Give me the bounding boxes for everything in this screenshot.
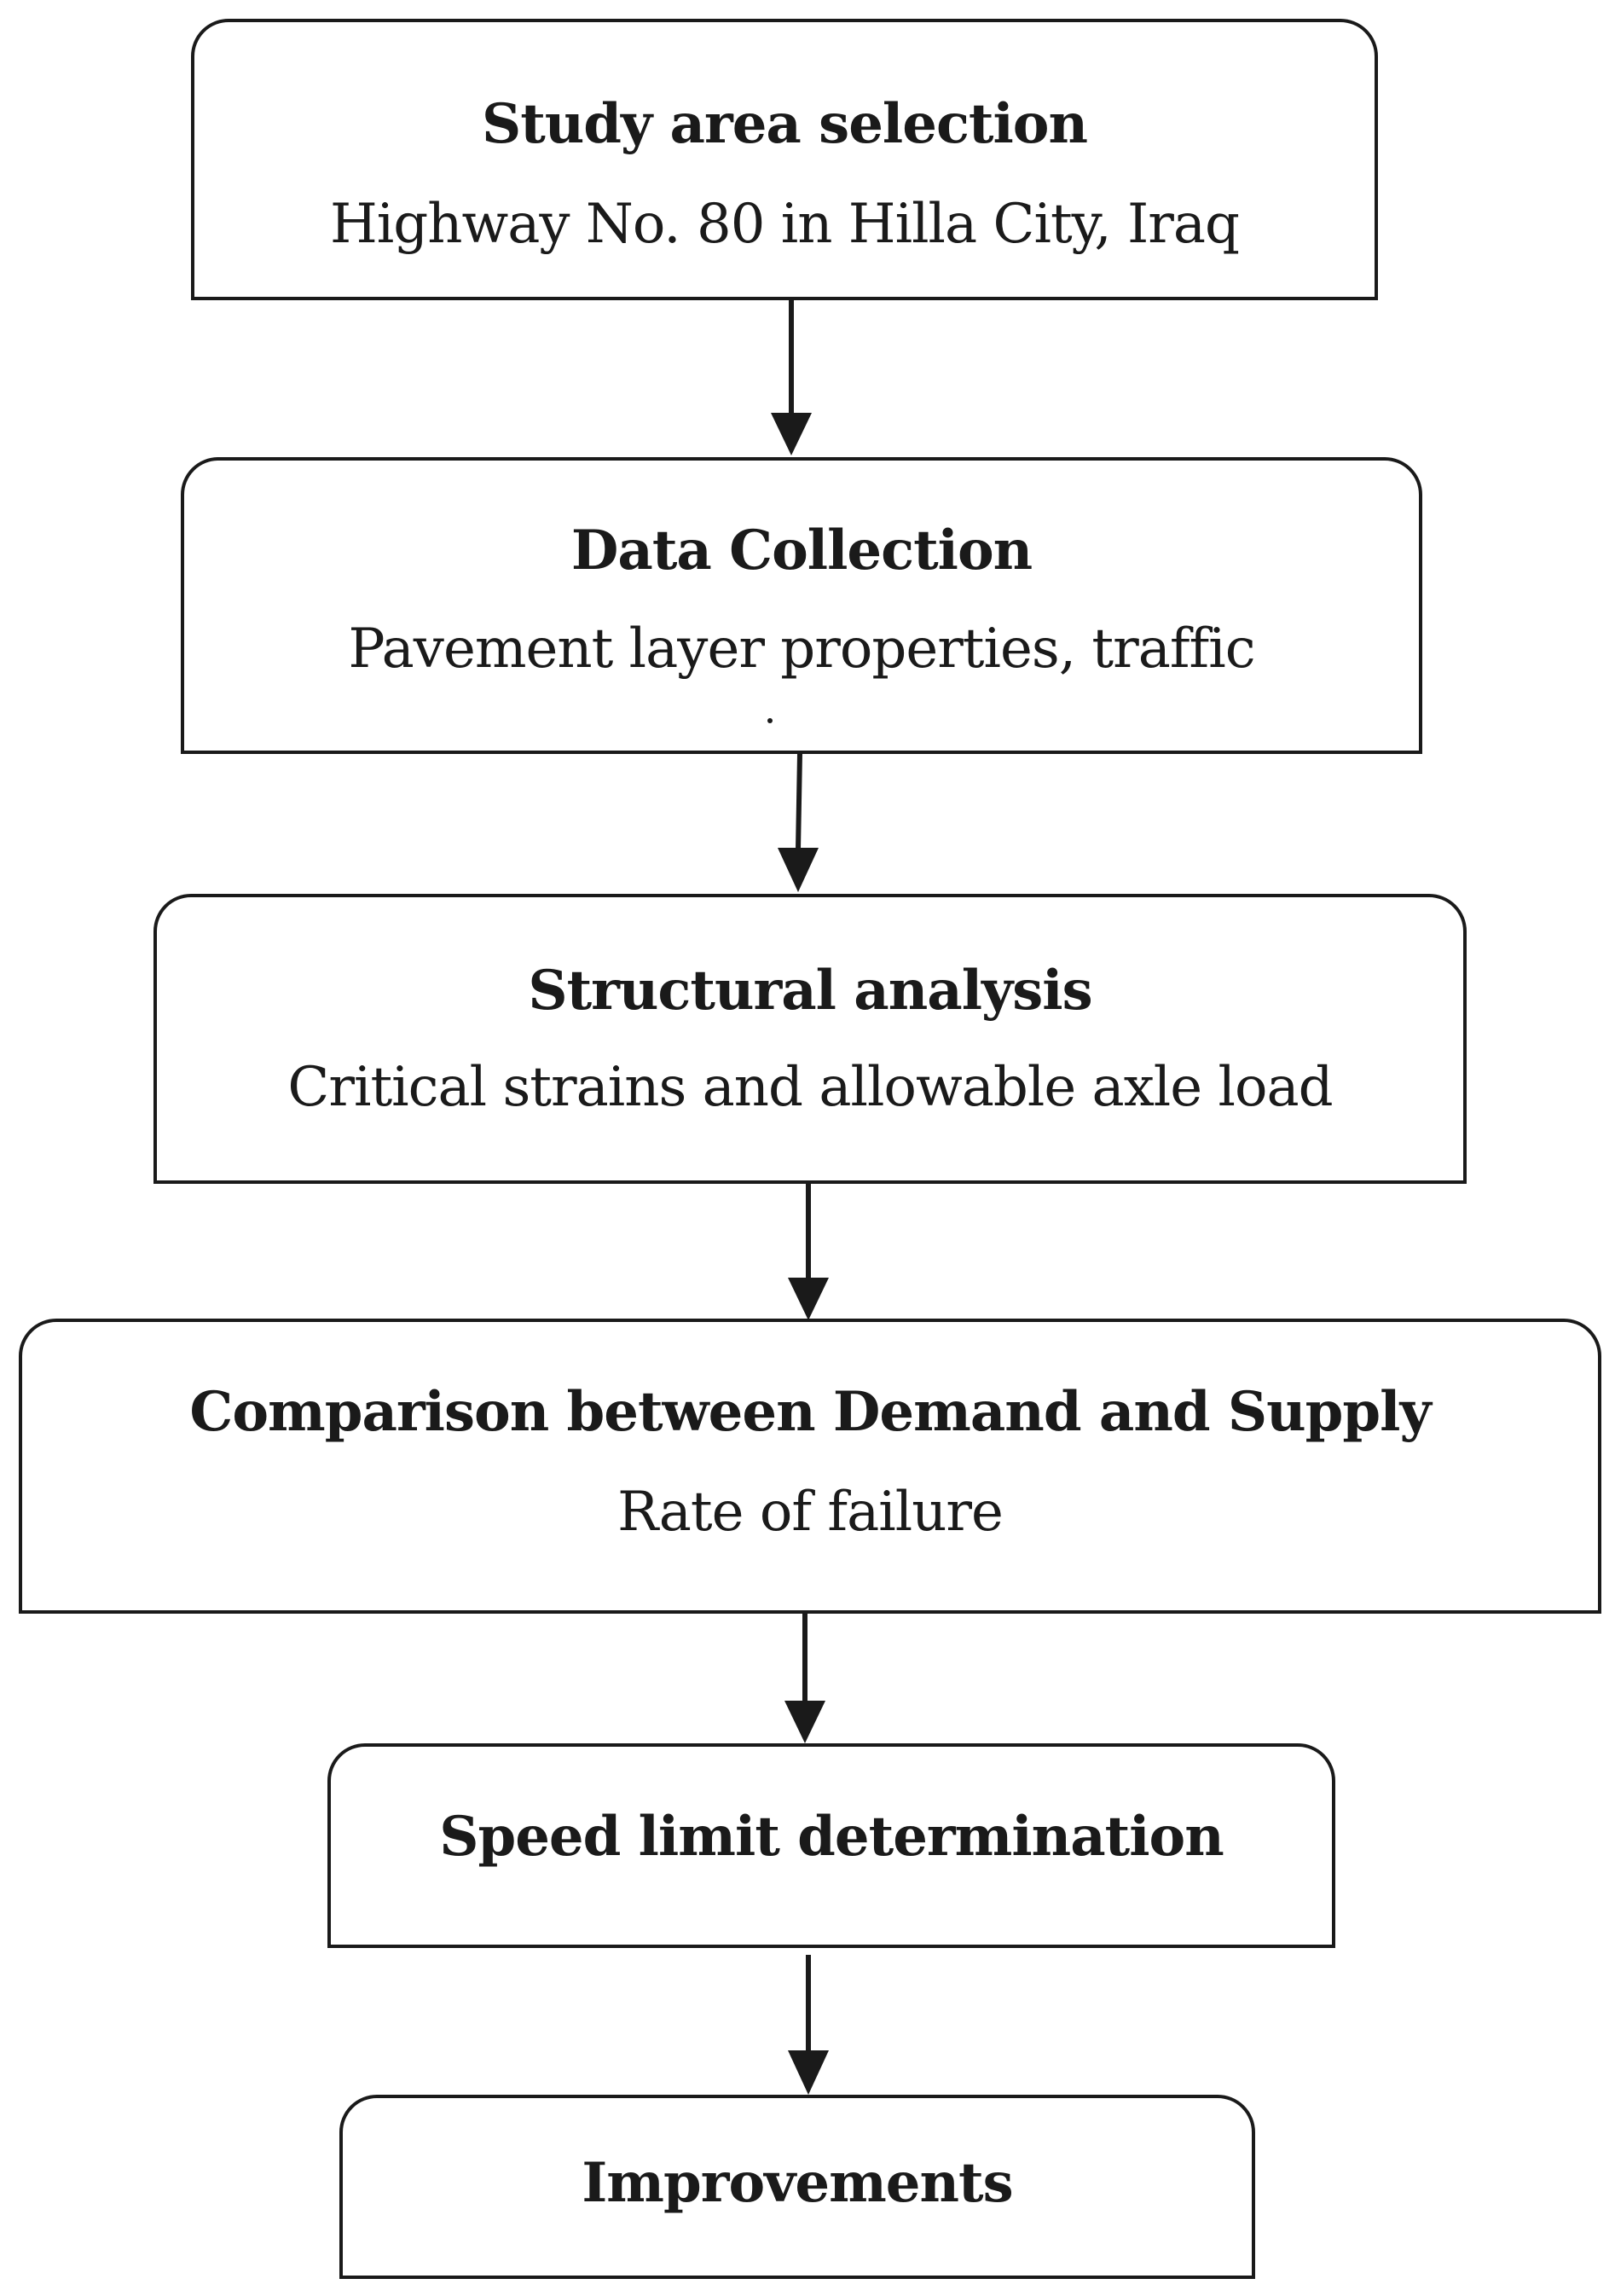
- step-study-area-selection: Study area selection Highway No. 80 in H…: [191, 19, 1378, 300]
- step-title: Improvements: [582, 2151, 1013, 2215]
- step-title: Comparison between Demand and Supply: [189, 1380, 1431, 1444]
- arrow-4-to-5: [784, 1614, 825, 1743]
- arrow-3-to-4: [788, 1184, 829, 1320]
- step-subtitle: Pavement layer properties, traffic: [348, 617, 1255, 681]
- step-improvements: Improvements: [339, 2095, 1255, 2279]
- step-speed-limit-determination: Speed limit determination: [327, 1743, 1335, 1948]
- arrow-5-to-6: [788, 1955, 829, 2095]
- step-subtitle: Critical strains and allowable axle load: [287, 1056, 1333, 1119]
- step-data-collection: Data Collection Pavement layer propertie…: [181, 457, 1422, 754]
- step-subtitle: Highway No. 80 in Hilla City, Iraq: [329, 193, 1240, 256]
- step-subtitle: Rate of failure: [617, 1481, 1004, 1544]
- step-title: Data Collection: [570, 519, 1033, 583]
- step-demand-supply-comparison: Comparison between Demand and Supply Rat…: [19, 1319, 1601, 1614]
- step-title: Speed limit determination: [439, 1805, 1224, 1869]
- step-title: Study area selection: [481, 92, 1088, 156]
- stray-mark: [767, 718, 773, 723]
- arrow-1-to-2: [771, 300, 812, 455]
- arrow-2-to-3: [778, 753, 819, 892]
- step-title: Structural analysis: [528, 959, 1092, 1023]
- step-structural-analysis: Structural analysis Critical strains and…: [153, 894, 1467, 1184]
